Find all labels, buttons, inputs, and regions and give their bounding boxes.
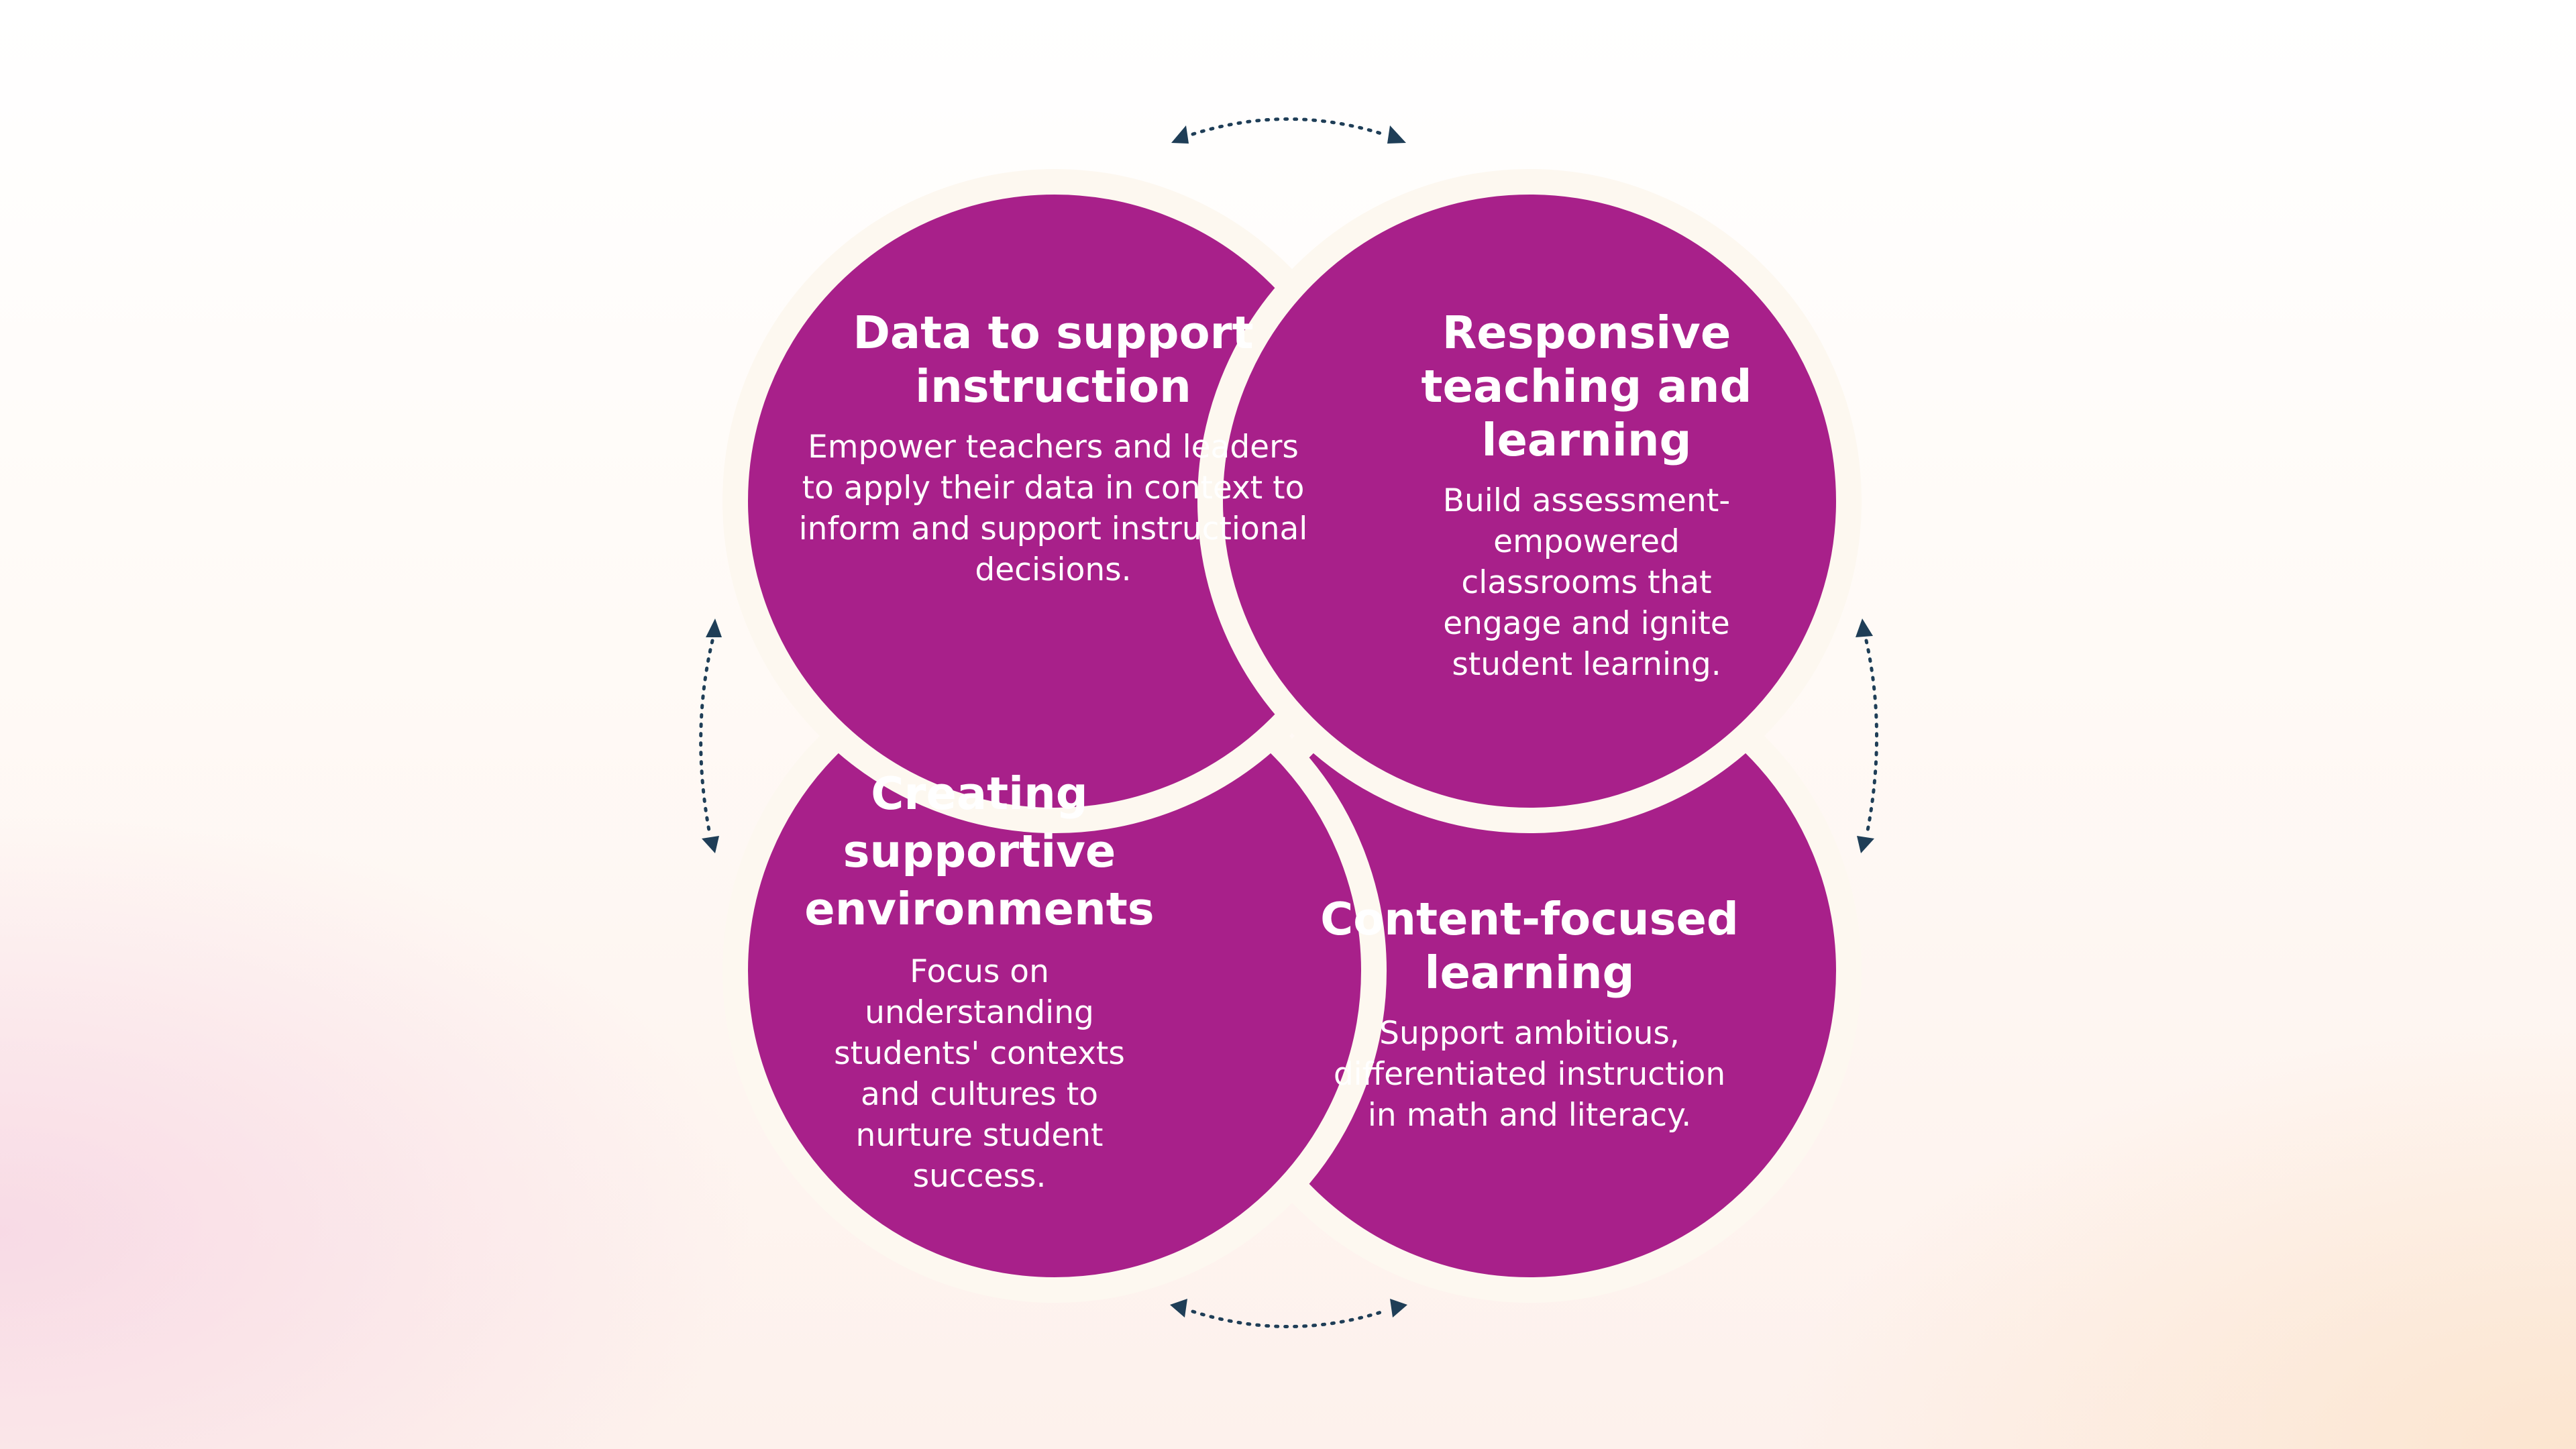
quadrant-title: Creating supportive environments: [804, 767, 1155, 935]
arrow-head-right-icon: [1390, 1299, 1407, 1318]
arrow-head-left-icon: [1171, 125, 1189, 144]
quadrant-title: Data to support instruction: [853, 307, 1254, 413]
arrow-head-down-icon: [702, 836, 719, 853]
arrow-bottom: [1170, 1299, 1407, 1328]
arrow-head-up-icon: [706, 619, 722, 637]
quadrant-description: Empower teachers and leaders to apply th…: [798, 429, 1308, 588]
circle-responsive-teaching: [1197, 169, 1862, 833]
quadrant-description: Support ambitious, differentiated instru…: [1333, 1015, 1726, 1134]
arrow-right: [1856, 619, 1879, 853]
quadrant-title: Content-focused learning: [1320, 893, 1739, 999]
quadrant-description: Build assessment-empowered classrooms th…: [1442, 482, 1731, 683]
arrow-left: [699, 619, 722, 853]
quadrant-title: Responsive teaching and learning: [1421, 307, 1752, 466]
arrow-head-up-icon: [1856, 619, 1873, 637]
arrow-head-down-icon: [1857, 836, 1874, 853]
quadrant-responsive-teaching-and-learning: Responsive teaching and learning Build a…: [1395, 306, 1778, 685]
quadrant-data-to-support-instruction: Data to support instruction Empower teac…: [771, 306, 1335, 590]
arrow-top: [1171, 117, 1406, 144]
quadrant-creating-supportive-environments: Creating supportive environments Focus o…: [782, 765, 1177, 1197]
quadrant-description: Focus on understanding students' context…: [834, 953, 1125, 1195]
quadrant-content-focused-learning: Content-focused learning Support ambitio…: [1285, 892, 1774, 1136]
arrow-head-right-icon: [1387, 125, 1406, 144]
arrow-head-left-icon: [1170, 1299, 1187, 1318]
